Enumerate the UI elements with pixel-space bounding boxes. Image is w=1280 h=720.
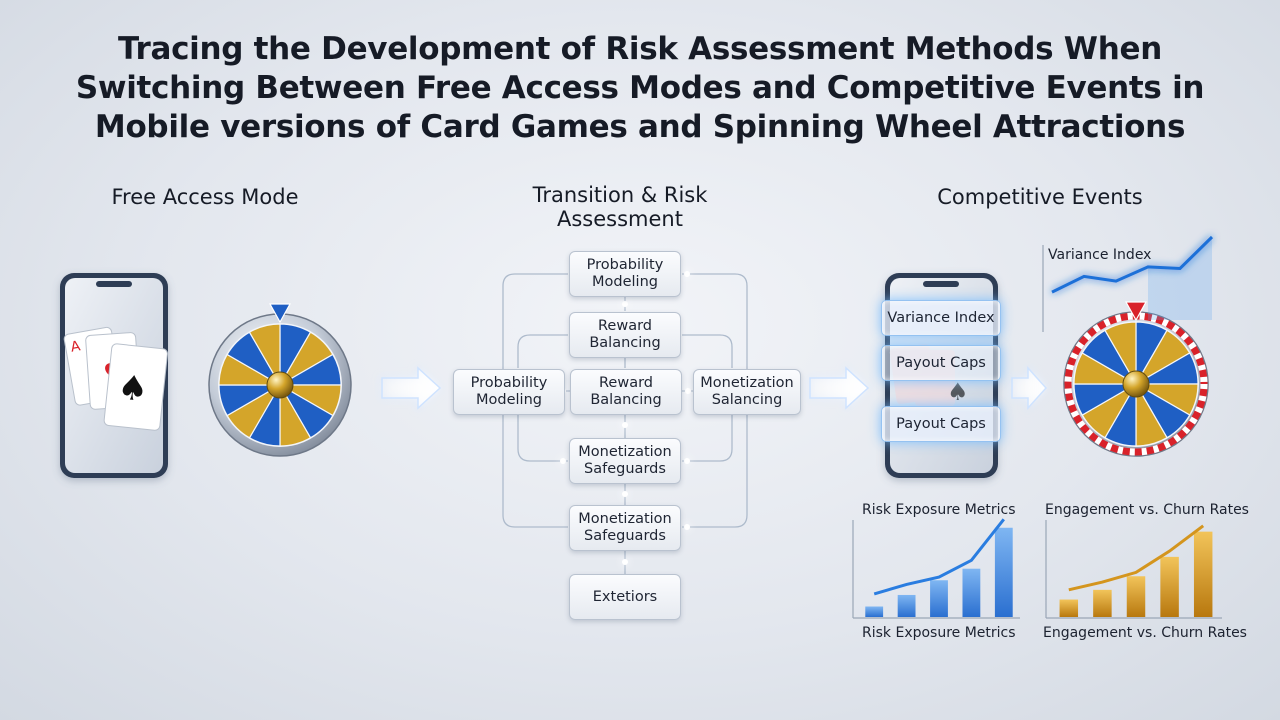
box-bottom: Extetiors: [569, 574, 681, 620]
chart-bar: [994, 527, 1013, 617]
free-access-heading: Free Access Mode: [111, 185, 299, 209]
wheel-segment: [1104, 321, 1137, 387]
tag-payout-caps-1: Payout Caps: [881, 345, 1001, 381]
chart-bar: [1126, 576, 1146, 617]
box-text-line: Monetization: [578, 511, 672, 527]
box-text-line: Safeguards: [584, 528, 666, 544]
box-text-line: Balancing: [589, 335, 661, 351]
spinning-wheel-right: [1063, 301, 1209, 457]
wheel-hub: [266, 371, 294, 399]
variance-chart-label: Variance Index: [1048, 247, 1152, 263]
box-text-line: Reward: [598, 318, 652, 334]
box-text-line: Reward: [599, 375, 653, 391]
risk-exposure-chart: [852, 518, 1020, 619]
spades-icon: ♠: [116, 367, 150, 410]
chart-bar: [897, 594, 916, 617]
box-text-line: Salancing: [711, 392, 783, 408]
transition-heading-line-2: Assessment: [557, 207, 683, 231]
engagement-chart: [1045, 520, 1222, 619]
box-text-line: Probability: [470, 375, 548, 391]
wheel-hub: [1122, 370, 1150, 398]
arrow-3-icon: [1011, 366, 1048, 410]
chart-trend-line: [1068, 524, 1205, 592]
title-line-3: Mobile versions of Card Games and Spinni…: [94, 109, 1186, 145]
risk-chart-caption: Risk Exposure Metrics: [862, 625, 1016, 641]
spinning-wheel-left: [208, 303, 352, 457]
chart-bar: [865, 606, 884, 617]
arrow-1-icon: [381, 366, 442, 410]
chart-bar: [962, 568, 981, 617]
chart-bar: [930, 580, 948, 617]
wheel-ring-stripes: [1064, 312, 1208, 456]
wheel-pointer-icon: [268, 303, 292, 324]
engagement-chart-title: Engagement vs. Churn Rates: [1045, 502, 1249, 518]
competitive-heading: Competitive Events: [937, 185, 1143, 209]
transition-heading-line-1: Transition & Risk: [532, 183, 708, 207]
title-line-1: Tracing the Development of Risk Assessme…: [118, 31, 1162, 67]
chart-bar: [1059, 599, 1079, 617]
page-title: Tracing the Development of Risk Assessme…: [60, 30, 1220, 147]
box-text-line: Monetization: [578, 444, 672, 460]
box-text-line: Extetiors: [592, 588, 658, 605]
chart-bar: [1160, 556, 1179, 617]
transition-heading: Transition & Risk Assessment: [490, 183, 750, 231]
engagement-chart-caption: Engagement vs. Churn Rates: [1043, 625, 1247, 641]
tag-variance-index: Variance Index: [881, 300, 1001, 336]
variance-area: [1148, 237, 1212, 320]
box-text-line: Probability: [586, 257, 664, 273]
chart-bar: [1093, 589, 1112, 617]
box-text-line: Modeling: [476, 392, 542, 408]
box-text-line: Modeling: [592, 274, 658, 290]
chart-bar: [1193, 531, 1213, 617]
variance-chart: [1042, 235, 1214, 332]
box-text-line: Balancing: [590, 392, 662, 408]
chart-trend-line: [873, 518, 1005, 596]
card-ace-letter: A: [69, 338, 82, 355]
spades-icon-faded: ♠: [947, 378, 969, 406]
box-text-line: Safeguards: [584, 461, 666, 477]
tag-payout-caps-2: Payout Caps: [881, 406, 1001, 442]
variance-line: [1051, 235, 1214, 294]
playing-cards: A ♥ ♠: [63, 326, 168, 431]
box-text-line: Monetization: [700, 375, 794, 391]
arrow-2-icon: [809, 366, 870, 410]
wheel-pointer-icon: [1124, 301, 1148, 322]
wheel-segment: [248, 323, 281, 388]
title-line-2: Switching Between Free Access Modes and …: [75, 70, 1205, 106]
risk-chart-title: Risk Exposure Metrics: [862, 502, 1016, 518]
